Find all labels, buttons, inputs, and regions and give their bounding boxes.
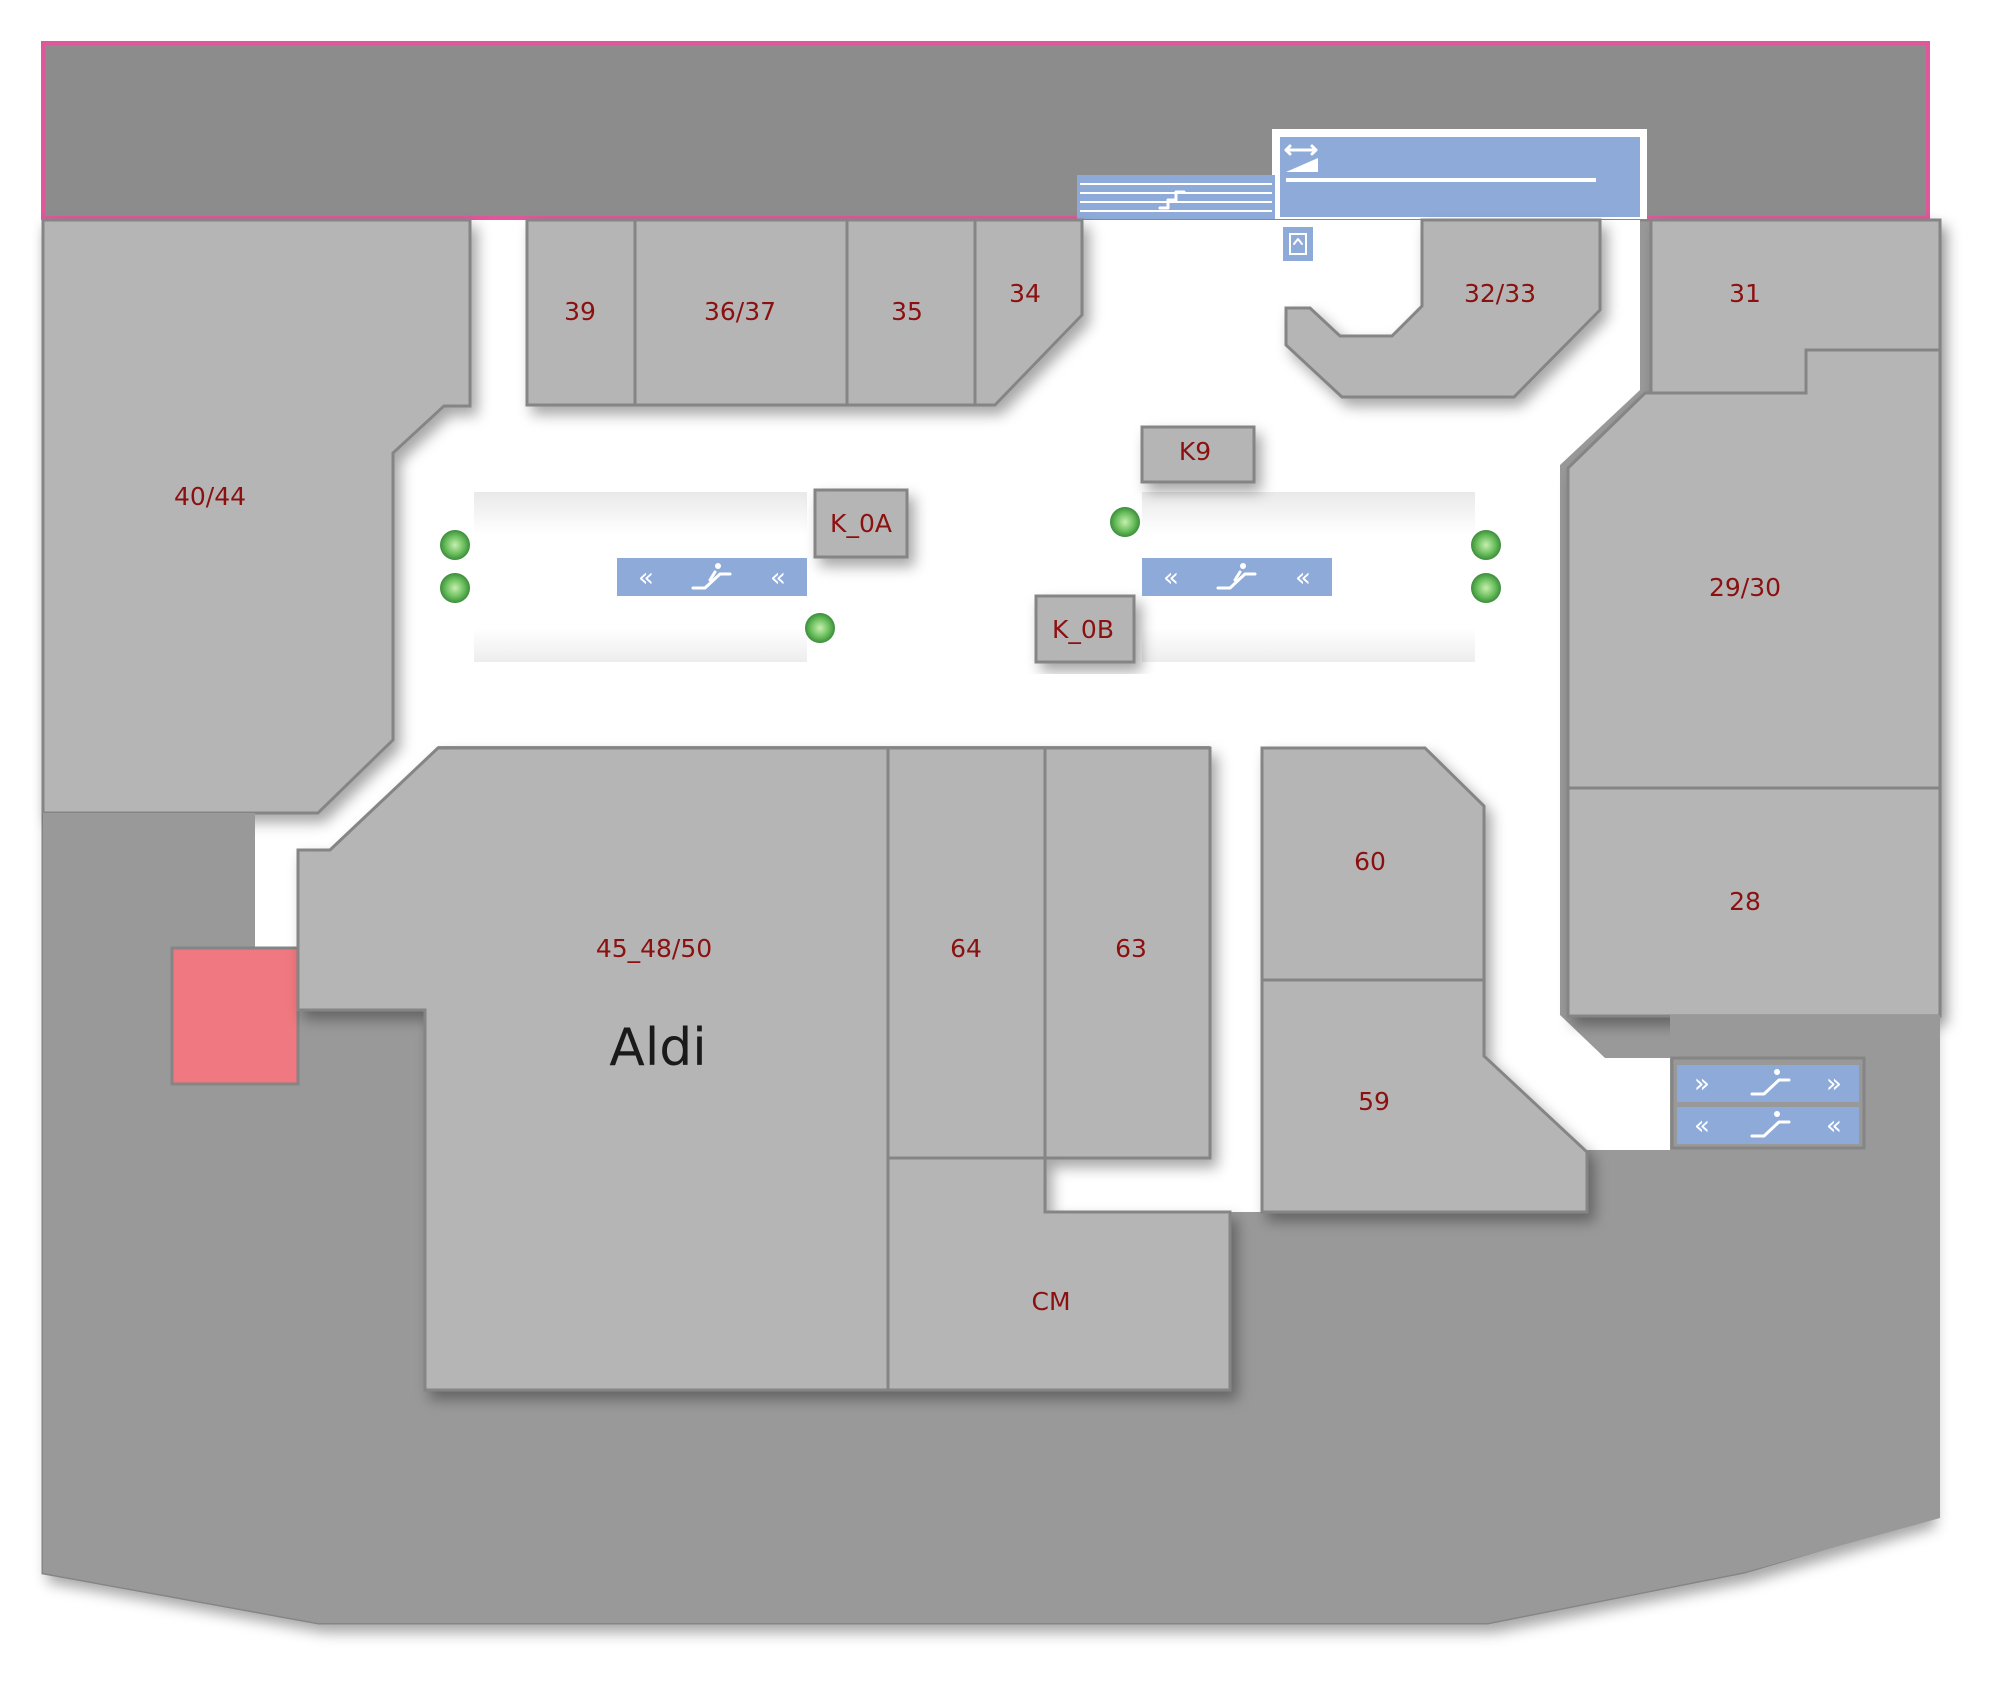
unit-cm[interactable]: [886, 1156, 1232, 1392]
label-60: 60: [1354, 847, 1386, 876]
label-k9: K9: [1179, 437, 1211, 466]
unit-k-0b[interactable]: [1034, 594, 1136, 664]
label-45-48-50: 45_48/50: [596, 934, 712, 963]
label-64: 64: [950, 934, 982, 963]
escalator-right[interactable]: « «: [1142, 558, 1332, 596]
stairs-icon: [1158, 190, 1186, 210]
highlighted-location[interactable]: [170, 946, 300, 1086]
ramp-icon: [1284, 144, 1596, 182]
svg-text:»: »: [1694, 1069, 1710, 1099]
label-35: 35: [891, 297, 923, 326]
escalator-icon: [1750, 1069, 1791, 1138]
anchor-tenant-name: Aldi: [609, 1018, 706, 1078]
label-39: 39: [564, 297, 596, 326]
unit-labels: 39 36/37 35 34 32/33 31 40/44 29/30 28 K…: [174, 279, 1781, 1316]
unit-34[interactable]: [973, 218, 1084, 407]
unit-60[interactable]: [1260, 746, 1486, 982]
unit-59[interactable]: [1260, 978, 1589, 1214]
label-34: 34: [1009, 279, 1041, 308]
unit-63[interactable]: [1043, 746, 1212, 1160]
label-32-33: 32/33: [1464, 279, 1536, 308]
unit-29-30[interactable]: [1566, 348, 1942, 790]
unit-k-0a[interactable]: [813, 488, 909, 559]
escalator-icon: [691, 563, 732, 590]
ramp-block: [1280, 137, 1640, 217]
stairs-lines: [1080, 183, 1272, 212]
escalator-left[interactable]: « «: [617, 558, 807, 596]
svg-text:»: »: [1826, 1069, 1842, 1099]
label-cm: CM: [1031, 1287, 1070, 1316]
svg-text:«: «: [1826, 1111, 1842, 1141]
plant-icon: [440, 507, 1501, 643]
label-31: 31: [1729, 279, 1761, 308]
svg-text:«: «: [770, 563, 786, 593]
unit-k9[interactable]: [1140, 425, 1256, 484]
svg-text:«: «: [1295, 563, 1311, 593]
label-k-0b: K_0B: [1052, 615, 1114, 644]
svg-text:«: «: [1163, 563, 1179, 593]
escalator-icon: [1216, 563, 1257, 590]
label-29-30: 29/30: [1709, 573, 1781, 602]
label-40-44: 40/44: [174, 482, 246, 511]
unit-32-33[interactable]: [1284, 218, 1602, 399]
lower-left-area: [43, 813, 1940, 1623]
svg-text:«: «: [1694, 1111, 1710, 1141]
label-28: 28: [1729, 887, 1761, 916]
elevator-icon[interactable]: [1283, 227, 1313, 261]
svg-text:«: «: [638, 563, 654, 593]
label-36-37: 36/37: [704, 297, 776, 326]
label-k-0a: K_0A: [830, 509, 892, 538]
label-59: 59: [1358, 1087, 1390, 1116]
label-63: 63: [1115, 934, 1147, 963]
escalator-lower-right[interactable]: » » « «: [1670, 1056, 1866, 1150]
